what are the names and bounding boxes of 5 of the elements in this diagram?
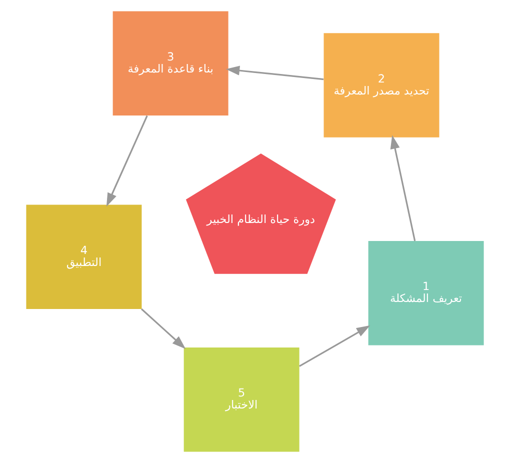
arrow (390, 135, 416, 242)
arrow (106, 115, 148, 207)
arrow (140, 308, 186, 350)
arrow (226, 66, 324, 80)
arrow (299, 325, 370, 367)
